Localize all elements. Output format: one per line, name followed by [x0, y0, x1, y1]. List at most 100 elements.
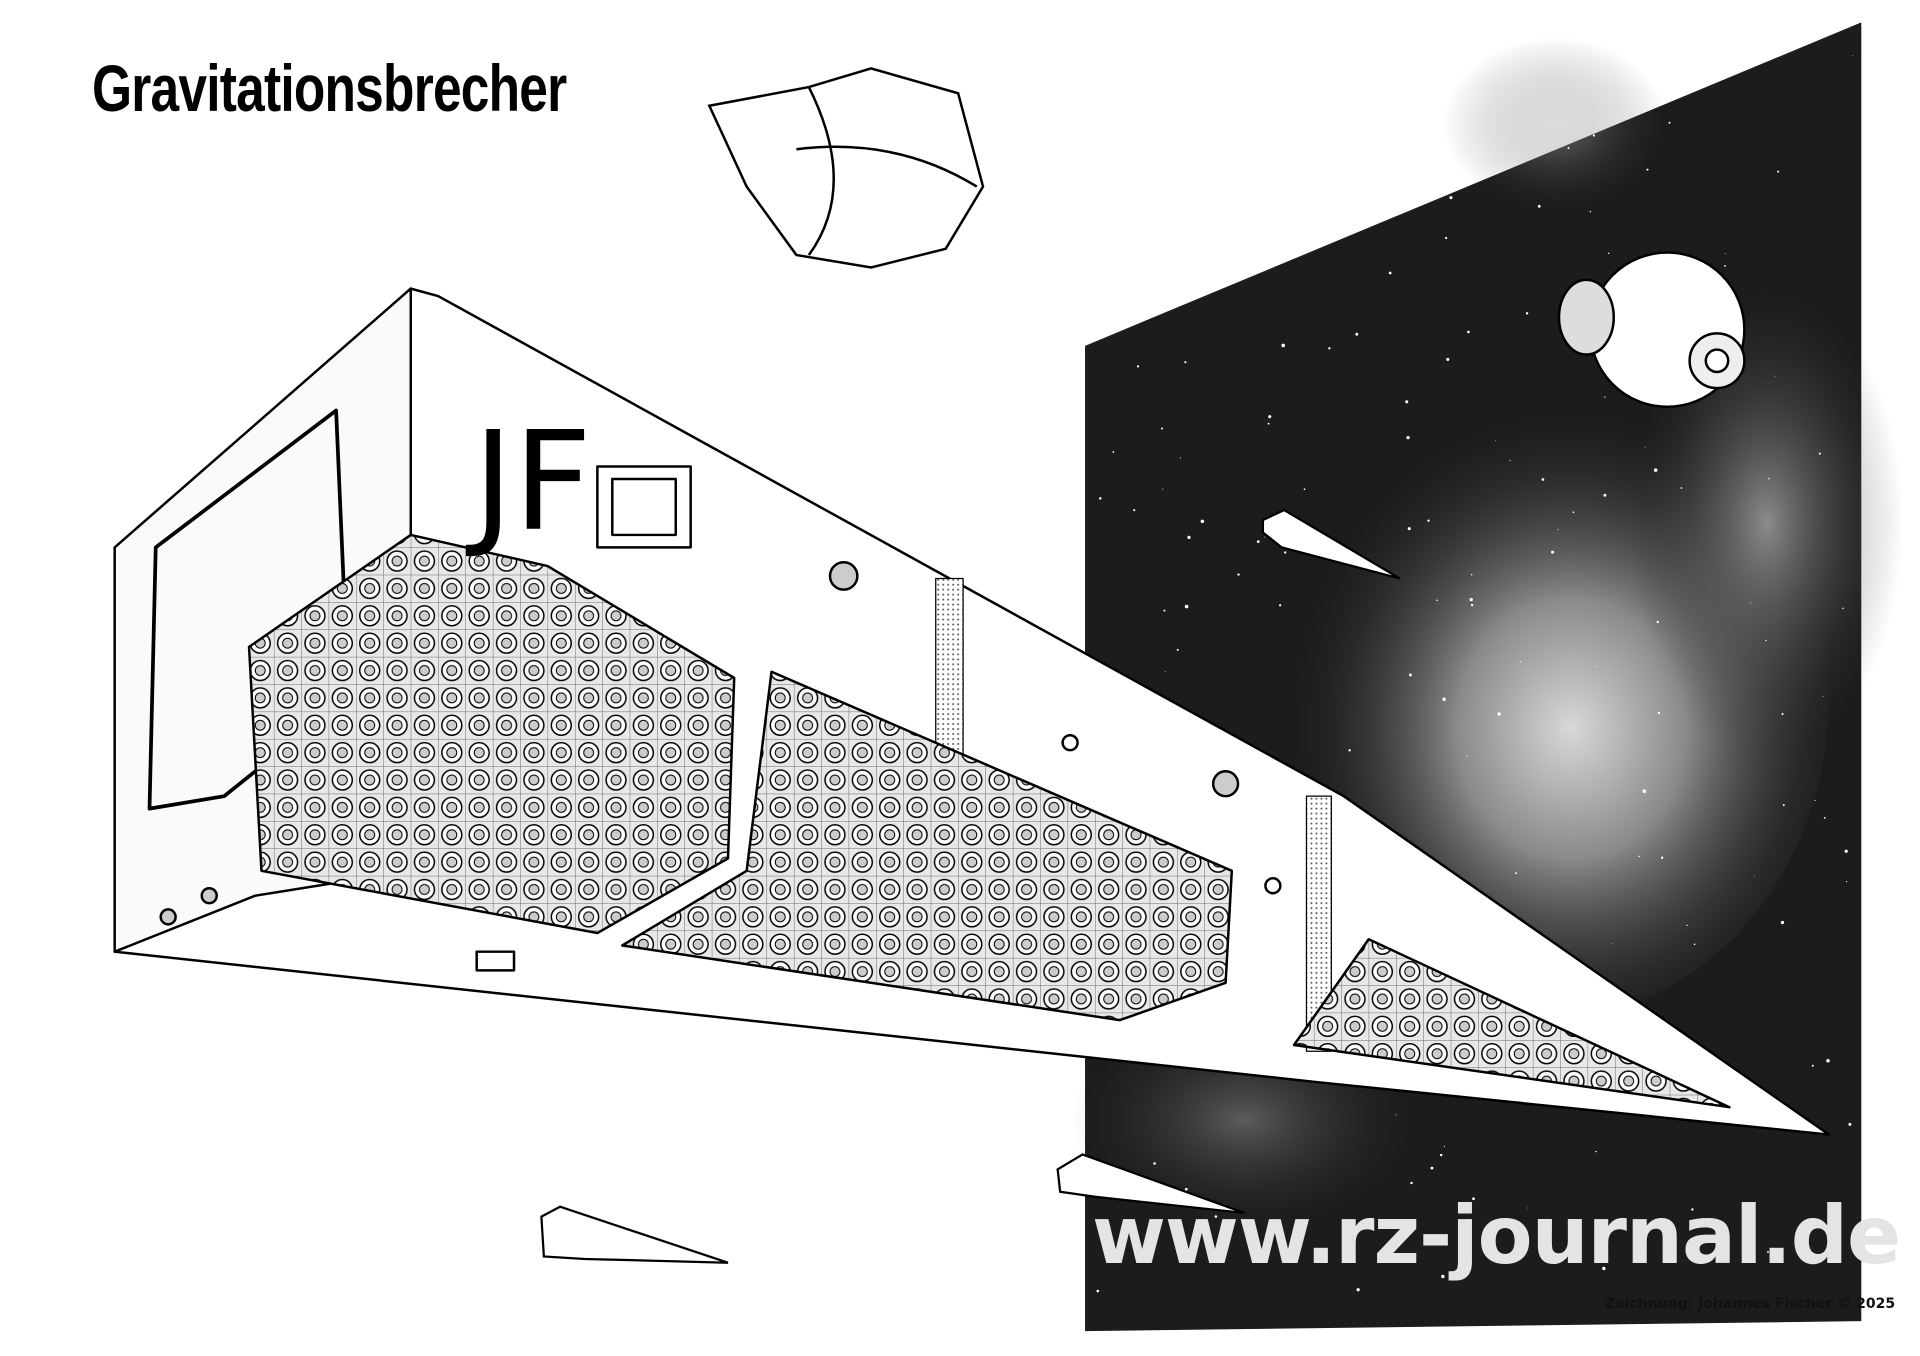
- star: [1281, 343, 1285, 348]
- star: [1157, 124, 1159, 126]
- cutaway-3: [1292, 938, 1731, 1109]
- star: [1407, 527, 1411, 531]
- star: [1782, 804, 1785, 807]
- star: [1603, 493, 1607, 497]
- star: [1164, 670, 1166, 672]
- star: [1214, 1215, 1218, 1218]
- star: [1668, 121, 1671, 124]
- star: [1826, 1058, 1830, 1063]
- star: [1160, 427, 1163, 430]
- star: [1467, 330, 1470, 334]
- star: [1768, 477, 1770, 480]
- star: [1823, 817, 1826, 819]
- star: [1162, 488, 1164, 490]
- star: [1158, 245, 1161, 248]
- star: [1303, 488, 1306, 491]
- star: [1133, 509, 1136, 512]
- star: [1822, 696, 1824, 697]
- page-title: Gravitationsbrecher: [92, 51, 567, 125]
- star: [1644, 446, 1646, 448]
- star: [1427, 519, 1430, 522]
- star: [1572, 511, 1575, 514]
- star: [1470, 603, 1474, 607]
- star: [1691, 1208, 1694, 1211]
- star: [1466, 755, 1468, 757]
- star: [1844, 849, 1848, 853]
- star: [1155, 63, 1159, 66]
- star: [1187, 535, 1191, 539]
- star: [1469, 103, 1471, 105]
- star: [1179, 457, 1182, 459]
- star: [1107, 270, 1110, 273]
- star: [1537, 204, 1541, 208]
- star: [1263, 536, 1265, 538]
- star: [1267, 422, 1270, 425]
- star: [1848, 1122, 1852, 1126]
- star: [1284, 551, 1287, 554]
- star: [1445, 236, 1448, 240]
- star: [1657, 711, 1661, 715]
- star: [1592, 134, 1596, 137]
- star: [1472, 1197, 1475, 1201]
- wedge-ship-3: [540, 1205, 729, 1264]
- wedge-ship-1: [1261, 508, 1401, 580]
- star: [1470, 574, 1473, 576]
- star: [1194, 52, 1198, 56]
- star: [1811, 1064, 1814, 1067]
- star: [1427, 132, 1431, 136]
- star: [1153, 1162, 1156, 1165]
- star: [1409, 673, 1412, 677]
- star: [1469, 597, 1473, 602]
- star: [1163, 609, 1166, 612]
- star: [1724, 253, 1726, 254]
- star: [1660, 856, 1664, 859]
- saucer-ship: [707, 67, 985, 269]
- main-ship: JF: [113, 287, 1831, 1136]
- star: [1136, 365, 1140, 368]
- star: [1430, 1166, 1434, 1170]
- star: [1442, 697, 1446, 701]
- star: [1781, 713, 1784, 716]
- star: [1099, 497, 1102, 500]
- star: [1096, 1289, 1100, 1293]
- star: [1441, 1274, 1445, 1279]
- star: [1828, 1223, 1832, 1227]
- star: [1131, 1238, 1135, 1243]
- star: [1557, 529, 1559, 531]
- star: [1846, 880, 1848, 883]
- star: [1184, 361, 1187, 364]
- star: [1495, 440, 1496, 442]
- star: [1551, 550, 1555, 554]
- star: [1519, 661, 1521, 663]
- star: [1818, 452, 1821, 455]
- star: [1449, 196, 1453, 200]
- star: [1200, 519, 1205, 524]
- star: [1611, 943, 1613, 944]
- monogram: JF: [465, 403, 592, 562]
- star: [1355, 332, 1359, 336]
- star: [1112, 451, 1115, 453]
- star: [1348, 749, 1351, 752]
- star: [1436, 599, 1438, 602]
- star: [1693, 943, 1696, 946]
- star: [1780, 920, 1785, 925]
- star: [1852, 55, 1854, 56]
- star: [1604, 396, 1606, 398]
- star: [1653, 468, 1658, 472]
- star: [1515, 872, 1518, 875]
- star: [1356, 1288, 1360, 1292]
- star: [1410, 1181, 1413, 1185]
- star: [1203, 224, 1205, 227]
- star: [1595, 1150, 1597, 1153]
- star: [1607, 252, 1610, 255]
- star: [1184, 1187, 1188, 1191]
- star: [1159, 306, 1161, 308]
- star: [1176, 648, 1179, 651]
- star: [1464, 118, 1467, 121]
- star: [1567, 147, 1570, 149]
- star: [1560, 729, 1562, 731]
- star: [1842, 607, 1844, 610]
- star: [1497, 712, 1501, 716]
- star: [1724, 265, 1726, 267]
